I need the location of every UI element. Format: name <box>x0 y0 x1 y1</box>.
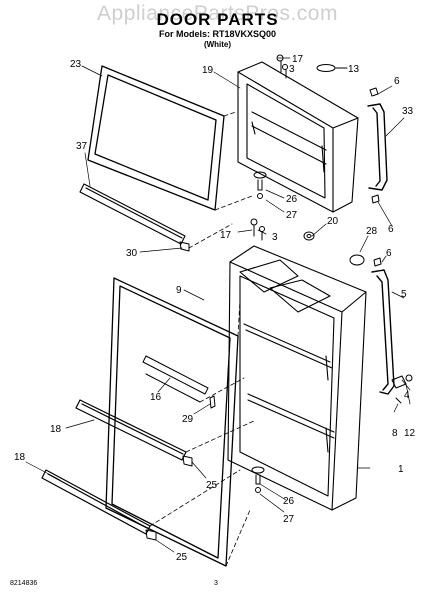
rail-end-cap-25 <box>145 455 193 541</box>
callout-29: 29 <box>182 414 194 425</box>
callout-3-lower: 3 <box>272 232 278 243</box>
color-line: (White) <box>203 40 232 49</box>
freezer-hinge-hardware <box>253 171 267 199</box>
callout-25-upper: 25 <box>206 480 218 491</box>
freezer-door-shelf-rail <box>79 183 186 245</box>
callout-28: 28 <box>366 226 378 237</box>
callout-27-lower: 27 <box>283 514 295 525</box>
callout-6-lower: 6 <box>386 248 392 259</box>
clip-29 <box>209 395 216 409</box>
cap-20 <box>303 231 315 241</box>
callout-33: 33 <box>402 106 414 117</box>
lower-hinge-hardware <box>251 466 265 493</box>
freezer-door-assembly <box>237 61 359 213</box>
door-shelf-rail-16 <box>142 355 209 403</box>
page-title: DOOR PARTS <box>156 10 279 29</box>
callout-8: 8 <box>392 428 398 439</box>
callout-26-lower: 26 <box>283 496 295 507</box>
freezer-handle <box>367 103 388 191</box>
fresh-food-door-screws <box>250 218 265 241</box>
callout-6-middle: 6 <box>388 224 394 235</box>
door-shelf-rail-18-upper <box>75 399 187 461</box>
callout-1: 1 <box>398 464 404 475</box>
plug-28 <box>349 254 365 266</box>
callout-18-lower: 18 <box>14 452 26 463</box>
leader-lines <box>25 57 411 553</box>
callout-26-upper: 26 <box>286 194 298 205</box>
freezer-door-screws <box>276 54 288 79</box>
callout-17-upper: 17 <box>292 54 304 65</box>
callout-23: 23 <box>70 59 82 70</box>
callout-20: 20 <box>327 216 339 227</box>
callout-5: 5 <box>401 289 407 300</box>
callout-3-upper: 3 <box>289 64 295 75</box>
rail-end-cap-30 <box>179 241 190 252</box>
callout-25-lower: 25 <box>176 552 188 563</box>
callout-27-upper: 27 <box>286 210 298 221</box>
watermark: AppliancePartsPros.com <box>97 2 338 25</box>
callout-16: 16 <box>150 392 162 403</box>
callout-18-upper: 18 <box>50 424 62 435</box>
door-shelf-rail-18-lower <box>41 469 151 535</box>
callout-17-lower: 17 <box>220 230 232 241</box>
callout-12: 12 <box>404 428 416 439</box>
callout-4: 4 <box>404 390 410 401</box>
fresh-food-door-assembly <box>227 245 367 511</box>
callout-30: 30 <box>126 248 138 259</box>
projection-lines <box>149 111 257 567</box>
callout-6-upper: 6 <box>394 76 400 87</box>
callout-19: 19 <box>202 65 214 76</box>
callout-13: 13 <box>348 64 360 75</box>
model-line: For Models: RT18VKXSQ00 <box>158 29 277 39</box>
handle-bracket <box>391 374 413 389</box>
callout-37: 37 <box>76 141 88 152</box>
page-number: 3 <box>214 580 218 587</box>
freezer-door-gasket <box>87 65 225 211</box>
fresh-food-handle <box>371 257 395 395</box>
document-number: 8214836 <box>10 580 38 587</box>
callout-9: 9 <box>176 285 182 296</box>
handle-screw-8 <box>395 397 402 404</box>
